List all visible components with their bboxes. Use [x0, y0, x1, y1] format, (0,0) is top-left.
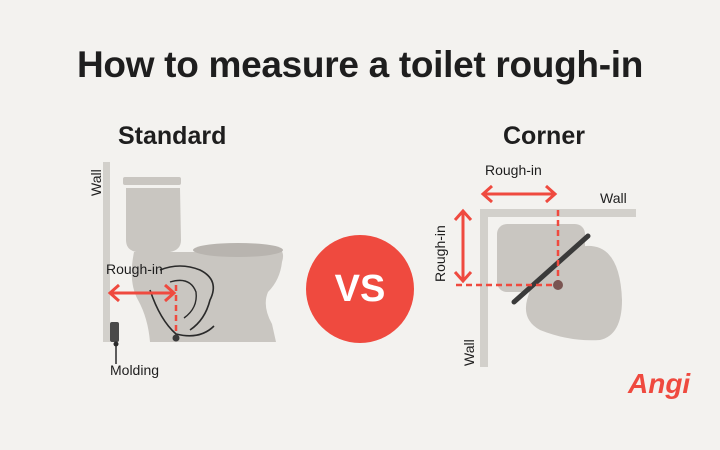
corner-rough-in-side-label: Rough-in [432, 225, 448, 282]
trapway-line [169, 279, 197, 319]
corner-wall-bottom-label: Wall [461, 339, 477, 366]
standard-wall [103, 162, 110, 342]
vs-badge: VS [306, 235, 414, 343]
angi-logo: Angi [628, 368, 691, 399]
molding-label: Molding [110, 362, 160, 378]
corner-toilet-diagram [453, 184, 636, 367]
corner-wall-vertical [480, 209, 488, 367]
toilet-bowl [131, 246, 284, 342]
standard-drain-dot [172, 334, 180, 342]
toilet-seat [193, 243, 283, 257]
standard-heading: Standard [118, 122, 227, 150]
molding-shape [110, 322, 119, 342]
toilet-tank [126, 188, 181, 252]
standard-toilet-diagram [103, 162, 284, 364]
corner-wall-top-label: Wall [600, 190, 627, 206]
tank-lid [123, 177, 181, 185]
corner-seat-line [511, 233, 591, 305]
standard-wall-label: Wall [88, 169, 104, 196]
standard-rough-in-label: Rough-in [106, 261, 163, 277]
corner-heading: Corner [503, 122, 585, 150]
trapway-line [159, 265, 215, 331]
page-title: How to measure a toilet rough-in [77, 44, 643, 85]
trapway-line [149, 289, 215, 337]
corner-drain-dot [553, 280, 563, 290]
corner-rough-in-top-label: Rough-in [485, 162, 542, 178]
